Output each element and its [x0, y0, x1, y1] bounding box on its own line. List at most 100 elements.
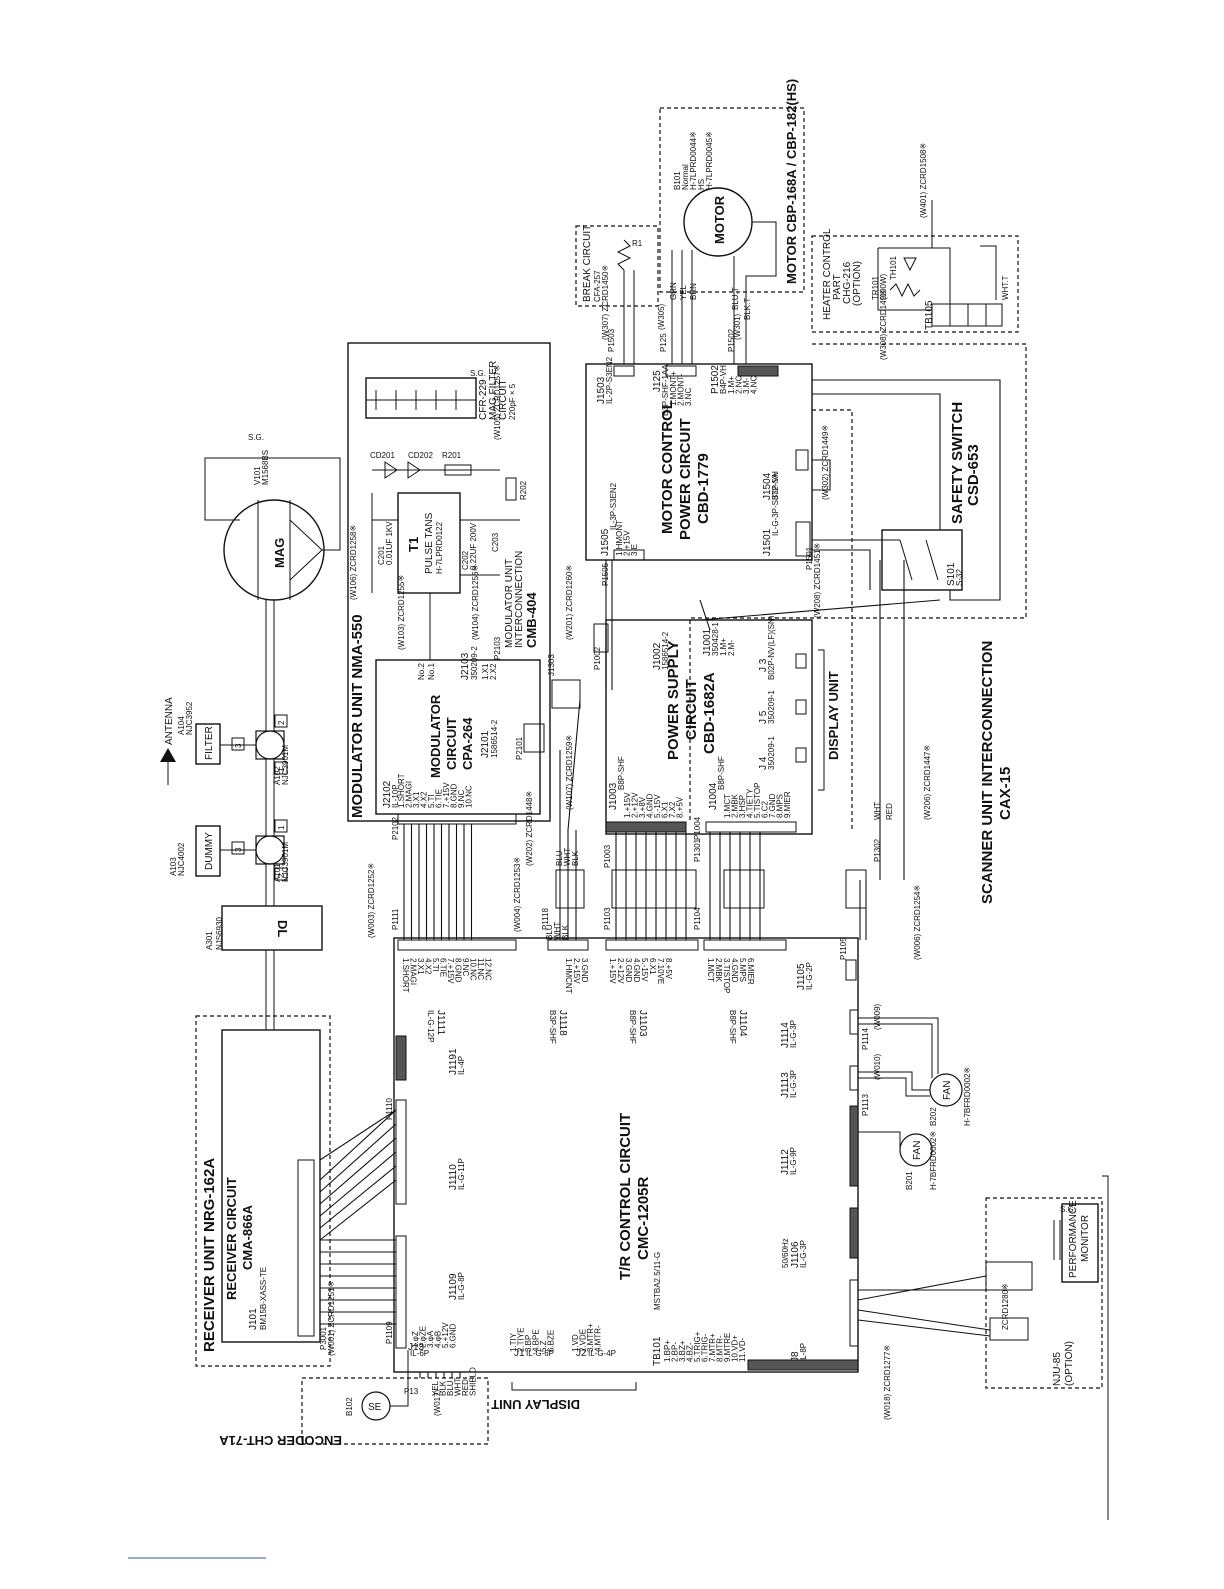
bus-wire	[319, 1165, 397, 1229]
svg-text:IL-G-2P: IL-G-2P	[805, 962, 814, 990]
svg-text:DUMMY: DUMMY	[204, 832, 215, 870]
svg-text:BLU.T: BLU.T	[731, 287, 740, 310]
cable-label: (W201) ZCRD1260※	[565, 565, 574, 640]
wire-color: WHT	[553, 922, 562, 940]
cable-label: (W307) ZCRD1450※	[601, 265, 610, 340]
pin-label: 6.X1	[661, 801, 670, 818]
plug-label: P1501	[805, 546, 814, 570]
pin-label: WHT	[454, 1378, 463, 1396]
svg-text:TR101: TR101	[871, 275, 880, 300]
pin-label: 2.MAGI	[409, 958, 418, 985]
diode-chain: CD201 CD202 R201 R202	[370, 451, 528, 501]
svg-text:MOTOR: MOTOR	[712, 195, 727, 244]
pin-label: 3.X1	[412, 791, 421, 808]
svg-text:1.X1: 1.X1	[481, 663, 490, 680]
svg-text:CHG-216: CHG-216	[842, 261, 853, 304]
svg-text:CIRCUIT: CIRCUIT	[444, 717, 459, 770]
plug-label: P1302	[873, 838, 882, 862]
waveguide	[220, 700, 275, 1030]
svg-text:CFR-229: CFR-229	[478, 379, 489, 420]
pin-label: 1.HMONT	[615, 520, 624, 556]
pin-label: 2.MAGI	[405, 781, 414, 808]
svg-text:M1568BS: M1568BS	[261, 450, 270, 485]
svg-text:1586514-2: 1586514-2	[490, 719, 499, 758]
svg-text:J8: J8	[790, 1351, 801, 1362]
pin-label: 1.MONT+	[669, 371, 678, 406]
svg-text:B8P-SHF: B8P-SHF	[717, 756, 726, 790]
delay-line: DL A301 NJS6930	[205, 905, 323, 951]
svg-text:CPA-264: CPA-264	[460, 717, 475, 770]
encoder: ENCODER CHT-71A SE B102 P13 YELBLKBLUWHT…	[219, 1350, 489, 1448]
pin-label: 3.GND	[580, 958, 589, 983]
svg-text:350209-1: 350209-1	[767, 736, 776, 770]
pin-label: 4.NC	[750, 376, 759, 394]
svg-text:J 4: J 4	[758, 756, 769, 770]
svg-text:B02P-NV(LF)(SN): B02P-NV(LF)(SN)	[767, 615, 776, 680]
pin-label: 4.TIETY	[746, 788, 755, 818]
pin-label: 5.+12V	[441, 1322, 450, 1348]
pin-label: 2.φZE	[419, 1326, 428, 1348]
pulse-transformer: T1 PULSE TANS H-7LPRD0122 C201 0.01UF 1K…	[371, 492, 520, 660]
pin-label: 3.MTR+	[586, 1323, 595, 1352]
pin-label: 11.VD-	[738, 1337, 747, 1362]
pin-label: 7.10VE	[656, 958, 665, 984]
svg-text:J2101: J2101	[480, 730, 491, 758]
svg-text:IL-8P: IL-8P	[799, 1343, 808, 1362]
svg-text:CMB-404: CMB-404	[524, 592, 539, 648]
cable-label: (W401) ZCRD1508※	[919, 143, 928, 218]
magnetron: MAG V101 M1568BS S.G.	[204, 433, 341, 700]
pin-label: 7.MTR+	[708, 1333, 717, 1362]
plug-label: P1104	[693, 907, 702, 930]
svg-text:J1112: J1112	[780, 1149, 791, 1175]
plug-label: P1002	[593, 646, 602, 670]
circulator-a102: A102 NJC3901M 2 3 1	[231, 714, 290, 785]
fan-b202: FAN B202 H-7BFRD0002※	[858, 1017, 972, 1126]
svg-text:J101: J101	[248, 1308, 259, 1330]
svg-text:DL: DL	[275, 920, 290, 937]
modulator-circuit: MODULATOR CIRCUIT CPA-264 J2102 IL-10P J…	[375, 646, 541, 815]
pin-label: 1.VD	[571, 1334, 580, 1352]
svg-text:J1109: J1109	[448, 1273, 459, 1300]
pin-label: BLU	[446, 1380, 455, 1396]
pin-label: 5.-15V	[640, 958, 649, 982]
pin-label: 7.X2	[668, 801, 677, 818]
svg-text:J1001: J1001	[702, 628, 713, 656]
pin-label: 2.NC	[735, 376, 744, 394]
bus-wire	[319, 1151, 397, 1217]
pin-label: 4.BPE	[532, 1329, 541, 1352]
svg-text:B3P-SHF: B3P-SHF	[548, 1010, 557, 1044]
j2102-pin-labels: 1.SHORT2.MAGI3.X14.X25.TI6.TIE7.+15V8.GN…	[397, 773, 474, 808]
mag-filter: CFR-229 MAG FILTER CIRCUIT 220pF × 5 S.G…	[365, 361, 517, 420]
svg-text:H-7LPRD0122: H-7LPRD0122	[435, 521, 444, 574]
bus-wire	[319, 1109, 397, 1161]
pin-label: 5.TI	[427, 794, 436, 808]
antenna: ANTENNA	[160, 697, 176, 785]
pin-label: 3.BZ+	[678, 1340, 687, 1362]
pin-label: 1.MCT	[723, 794, 732, 818]
svg-text:A102: A102	[273, 766, 282, 785]
cable-label: (W106) ZCRD1258※	[349, 525, 358, 600]
svg-text:HEATER CONTROL: HEATER CONTROL	[822, 228, 833, 320]
pin-label: B101	[673, 171, 682, 190]
pin-label: 1.+15V	[623, 792, 632, 818]
plug-label: P1105	[839, 937, 848, 960]
svg-text:R202: R202	[519, 480, 528, 500]
svg-text:CD201: CD201	[370, 451, 395, 460]
svg-text:B8P-SHF: B8P-SHF	[628, 1010, 637, 1044]
svg-text:MODULATOR UNIT: MODULATOR UNIT	[504, 559, 515, 648]
svg-text:J1501: J1501	[762, 528, 773, 556]
svg-text:P3001: P3001	[319, 1326, 328, 1350]
svg-text:S101: S101	[946, 562, 957, 586]
svg-text:IL-10P: IL-10P	[391, 784, 400, 808]
dummy-box: DUMMY A103 NJC4002	[169, 825, 221, 877]
svg-text:J2: J2	[576, 1348, 587, 1359]
cable-label: (W308) ZCRD149※	[879, 289, 888, 360]
cable-label: (W105) ZCRD1257※	[493, 365, 502, 440]
pin-label: 2.MBK	[714, 958, 723, 983]
svg-text:MODULATOR: MODULATOR	[428, 694, 443, 778]
